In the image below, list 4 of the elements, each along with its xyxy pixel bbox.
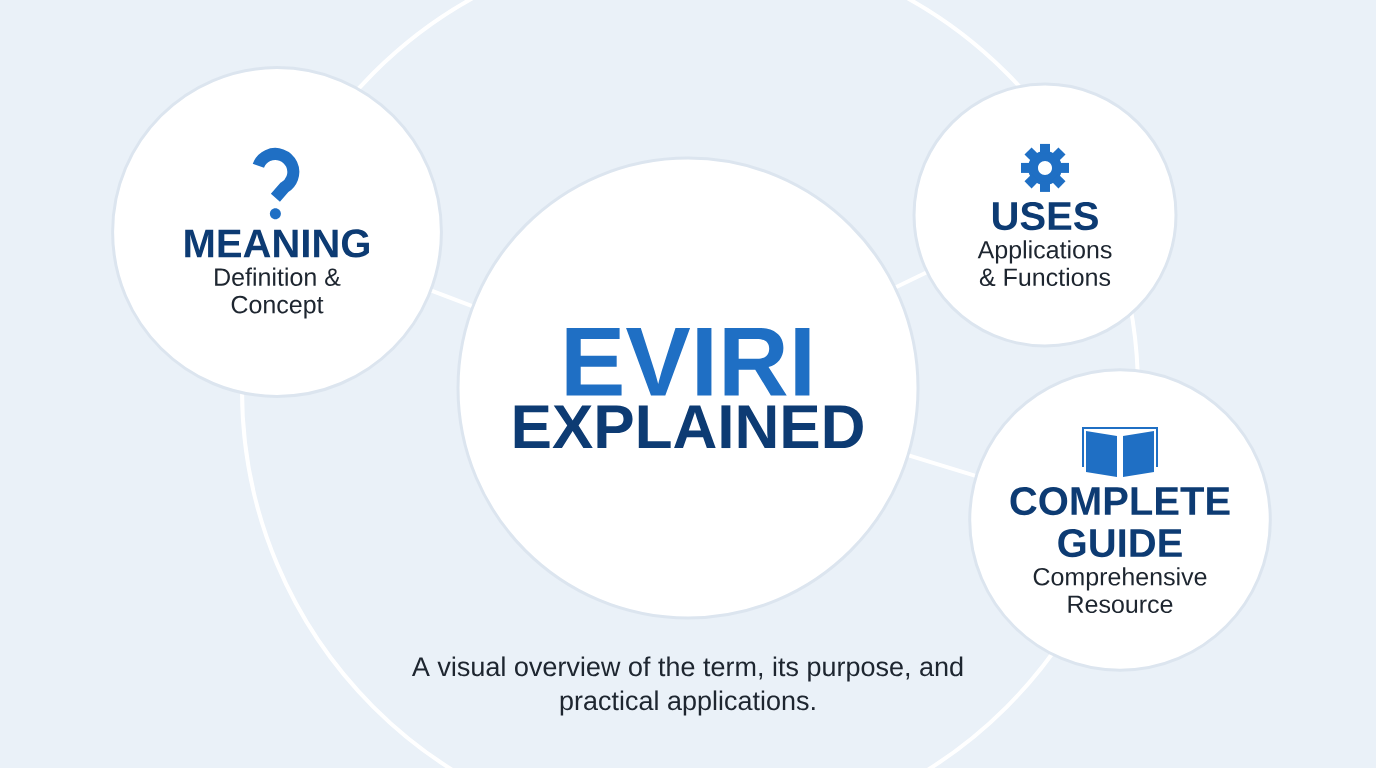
connector-line [895, 270, 927, 289]
caption: A visual overview of the term, its purpose, and practical applications. [411, 656, 963, 716]
connector-line [431, 289, 473, 308]
connector-line [908, 453, 976, 478]
